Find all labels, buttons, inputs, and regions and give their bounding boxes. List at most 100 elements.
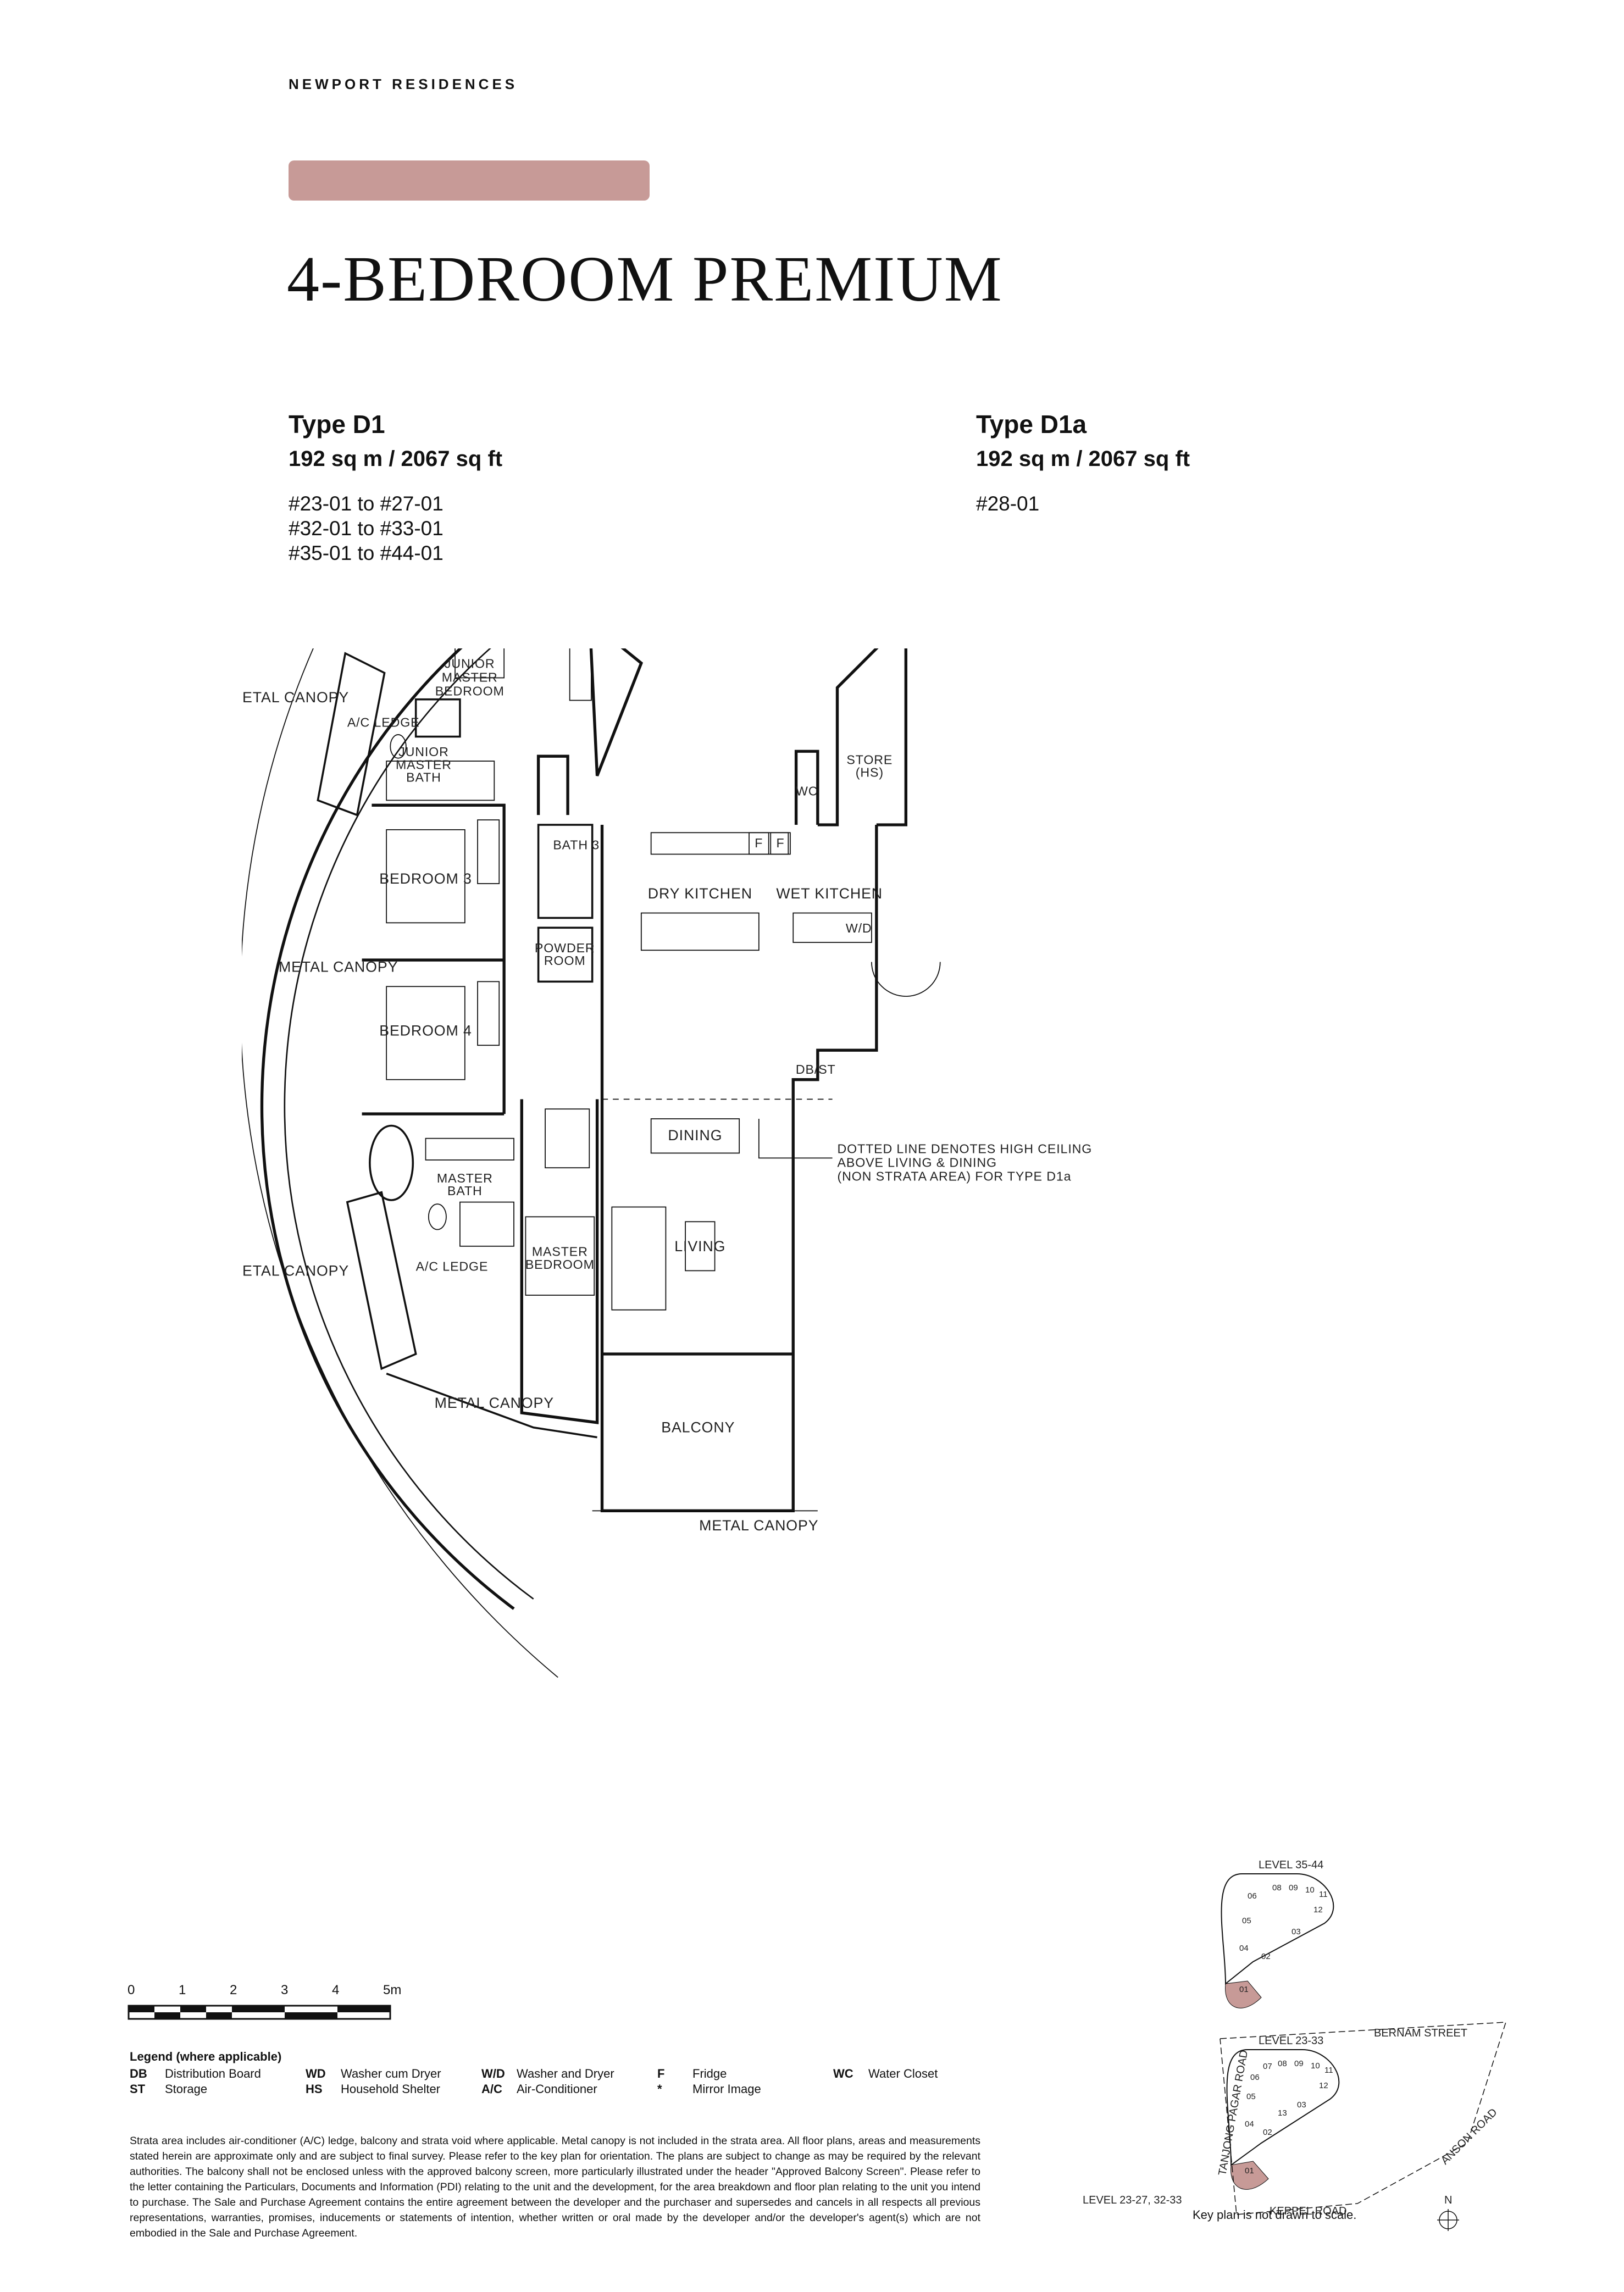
road-keppel: KEPPEL ROAD [1270, 2205, 1346, 2217]
legend-code: WC [833, 2067, 853, 2080]
disclaimer-text: Strata area includes air-conditioner (A/… [130, 2135, 980, 2239]
door-swing [906, 962, 941, 997]
toilet [390, 734, 407, 759]
site-boundary [1220, 2022, 1507, 2215]
unit-range: #28-01 [976, 492, 1040, 515]
legend-code: DB [130, 2067, 147, 2080]
keyplan-unit: 03 [1297, 2100, 1306, 2110]
keyplan-unit: 06 [1248, 1891, 1257, 1901]
label-metal-canopy: METAL CANOPY [242, 689, 349, 706]
label-wc: WC [796, 784, 818, 798]
dotted-line-note: DOTTED LINE DENOTES HIGH CEILING [838, 1141, 1093, 1156]
type-d1-info: Type D1 192 sq m / 2067 sq ft #23-01 to … [289, 409, 502, 565]
keyplan-unit: 10 [1311, 2061, 1320, 2071]
label-powder-room: POWDER [535, 941, 595, 955]
scale-tick: 4 [332, 1983, 340, 1997]
label-wd: W/D [846, 921, 872, 935]
legend-desc: Storage [165, 2082, 208, 2096]
legend-title: Legend (where applicable) [130, 2050, 282, 2063]
keyplan-unit: 11 [1319, 1890, 1328, 1899]
keyplan-unit: 13 [1278, 2108, 1287, 2118]
accent-bar [289, 160, 650, 201]
metal-canopy-arc [242, 648, 558, 1678]
keyplan-unit: 10 [1305, 1885, 1315, 1895]
wall [536, 754, 569, 815]
legend-desc: Household Shelter [341, 2082, 441, 2096]
wc-wall [794, 750, 819, 825]
vanity [425, 1137, 514, 1161]
facade-inner [284, 648, 534, 1600]
label-master-bath: MASTER [437, 1171, 493, 1185]
keyplan-unit: 12 [1319, 2081, 1328, 2090]
legend-code: ST [130, 2082, 146, 2096]
keyplan-unit: 02 [1263, 2128, 1272, 2137]
label-dining: DINING [668, 1127, 722, 1144]
label-bath-3: BATH 3 [553, 838, 600, 852]
legend-table: DB Distribution Board WD Washer cum Drye… [130, 2066, 1009, 2097]
facade-outer [260, 648, 515, 1610]
legend-code: F [657, 2067, 665, 2080]
scale-tick: 0 [128, 1983, 135, 1997]
keyplan-unit: 09 [1294, 2059, 1304, 2068]
leader-line [758, 1119, 833, 1159]
keyplan-unit: 06 [1250, 2073, 1260, 2082]
fridge [770, 832, 791, 855]
bedroom-wall [372, 803, 506, 1114]
brand-name: NEWPORT RESIDENCES [289, 76, 518, 92]
keyplan-unit: 07 [1263, 2062, 1272, 2071]
legend-code: W/D [481, 2067, 505, 2080]
label-store: STORE [846, 752, 893, 767]
powder-room [537, 926, 594, 983]
shower [414, 698, 461, 738]
legend-desc: Water Closet [868, 2067, 938, 2080]
road-bernam-street: BERNAM STREET [1374, 2027, 1467, 2039]
type-area: 192 sq m / 2067 sq ft [976, 447, 1190, 471]
key-plan: LEVEL 35-44 LEVEL 23-33 LEVEL 23-27, 32-… [1083, 1859, 1507, 2231]
keyplan-note: Key plan is not drawn to scale. [1193, 2208, 1357, 2222]
label-balcony: BALCONY [661, 1419, 735, 1436]
dining-table [650, 1118, 740, 1154]
door-swing [871, 962, 906, 997]
scale-tick: 5m [383, 1983, 402, 1997]
keyplan-unit: 04 [1239, 1944, 1249, 1953]
legend-desc: Fridge [692, 2067, 727, 2080]
shower [459, 1201, 514, 1247]
toilet [428, 1203, 447, 1230]
wardrobe [477, 819, 500, 884]
label-fridge: F [755, 836, 763, 850]
junior-master-wing [589, 648, 644, 776]
label-junior-master-bath: BATH [406, 770, 441, 785]
scale-tick: 3 [281, 1983, 289, 1997]
legend-code: HS [306, 2082, 323, 2096]
label-powder-room: ROOM [544, 953, 586, 968]
keyplan-level-bottom: LEVEL 23-33 [1259, 2035, 1323, 2047]
road-tanjong-pagar: TANJONG PAGAR ROAD [1216, 2049, 1250, 2177]
label-ac-ledge: A/C LEDGE [416, 1259, 489, 1273]
unit-range: #23-01 to #27-01 [289, 492, 444, 515]
label-metal-canopy: METAL CANOPY [699, 1517, 818, 1534]
label-junior-master-bedroom: JUNIOR [445, 657, 495, 671]
label-junior-master-bedroom: MASTER [442, 670, 498, 685]
type-name: Type D1 [289, 410, 385, 439]
scale-bar: 0 1 2 3 4 5m [128, 1983, 413, 2027]
keyplan-level-side: LEVEL 23-27, 32-33 [1083, 2194, 1182, 2206]
label-junior-master-bath: MASTER [396, 757, 452, 772]
north-label: N [1444, 2194, 1452, 2206]
label-bedroom-3: BEDROOM 3 [379, 870, 472, 887]
kitchen-counter [650, 832, 789, 855]
page-title: 4-BEDROOM PREMIUM [287, 243, 1003, 315]
legend-desc: Washer cum Dryer [341, 2067, 441, 2080]
label-master-bedroom: BEDROOM [525, 1257, 595, 1272]
keyplan-unit: 08 [1278, 2059, 1287, 2068]
keyplan-unit: 09 [1289, 1883, 1298, 1893]
bathtub [369, 1124, 414, 1201]
keyplan-unit: 11 [1324, 2066, 1333, 2075]
vanity [386, 761, 495, 801]
legend-desc: Distribution Board [165, 2067, 261, 2080]
wardrobe [569, 648, 592, 701]
keyplan-unit-highlight [1225, 1980, 1262, 2008]
wet-kitchen-counter [792, 912, 872, 943]
type-name: Type D1a [976, 410, 1087, 439]
scale-tick: 2 [230, 1983, 237, 1997]
label-metal-canopy: METAL CANOPY [435, 1395, 554, 1411]
